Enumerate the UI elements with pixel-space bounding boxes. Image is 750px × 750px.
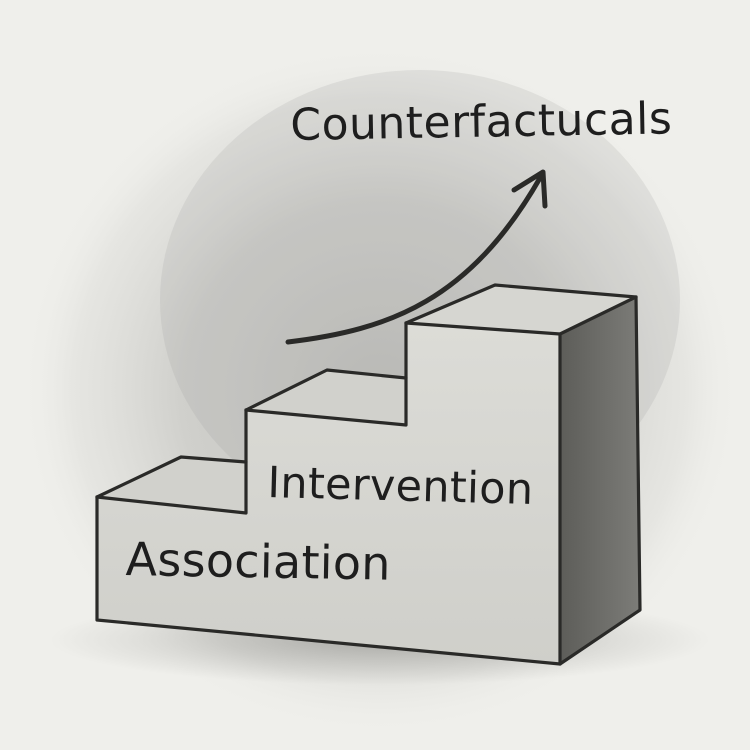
staircase-outline: [95, 283, 642, 666]
association-label: Association: [125, 532, 392, 591]
staircase-side-face: [560, 297, 640, 664]
step-1-top-face: [97, 457, 246, 513]
intervention-label: Intervention: [266, 458, 535, 515]
step-3-top-face: [406, 285, 636, 334]
counterfactuals-label: Counterfactucals: [289, 93, 673, 151]
staircase-front-face: [97, 323, 560, 664]
step-2-top-face: [246, 370, 406, 425]
progress-arrow-head: [511, 169, 548, 209]
progress-arrow: [285, 175, 543, 345]
